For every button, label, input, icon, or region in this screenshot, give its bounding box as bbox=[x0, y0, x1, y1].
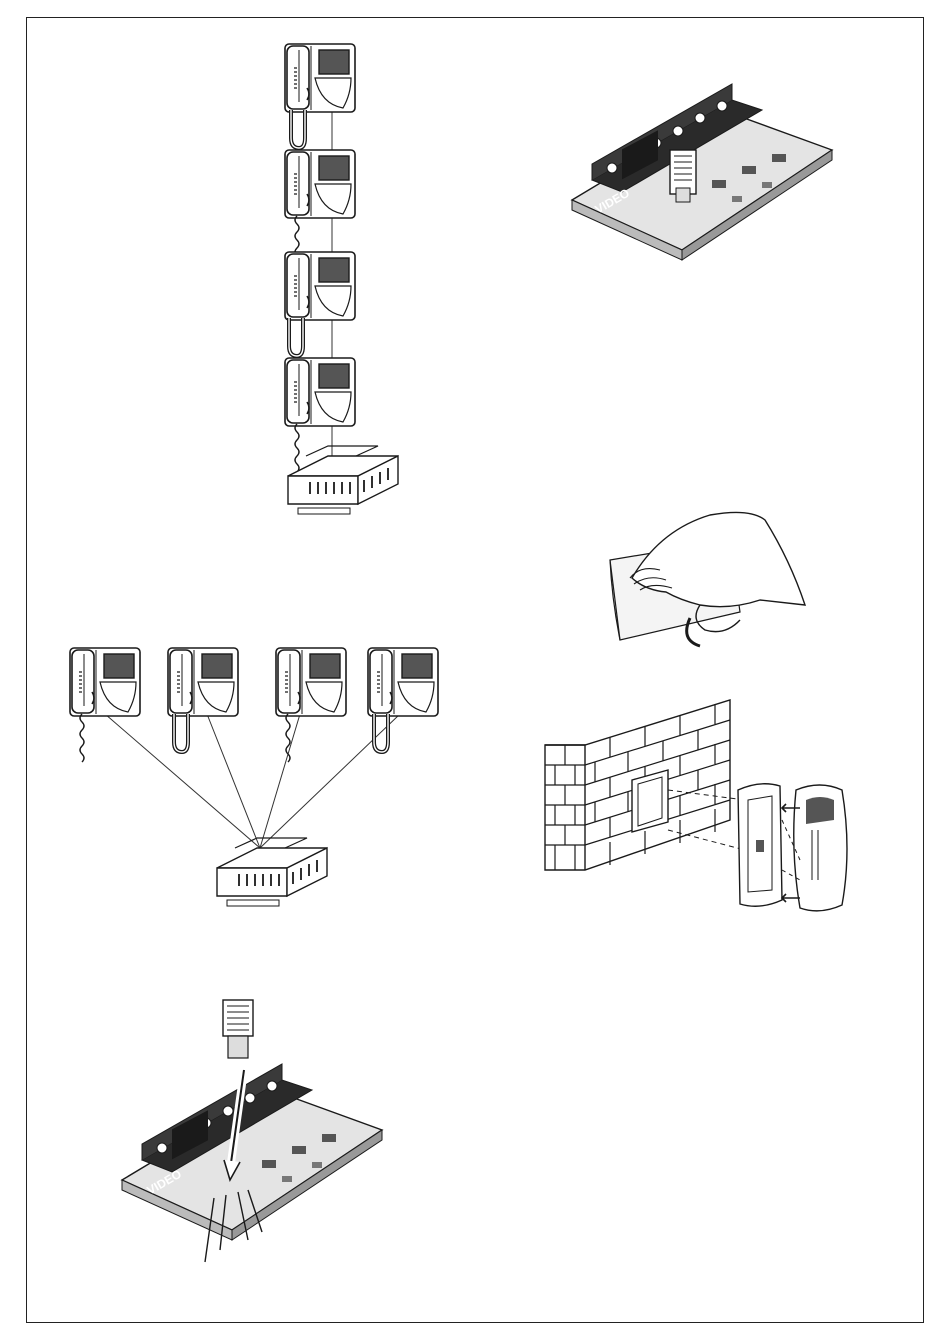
distributor-icon bbox=[288, 446, 398, 514]
video-monitor-icon bbox=[285, 44, 355, 148]
daisy-chain-figure bbox=[285, 44, 398, 514]
video-monitor-icon bbox=[70, 648, 140, 762]
jumper-icon bbox=[223, 1000, 253, 1058]
jumper-board-top-figure: VIDEO bbox=[572, 84, 832, 260]
star-figure bbox=[70, 648, 438, 906]
video-monitor-icon bbox=[168, 648, 238, 752]
wall-mount-figure bbox=[545, 700, 847, 911]
circuit-board-icon bbox=[572, 84, 832, 260]
jumper-board-bottom-figure: VIDEO bbox=[122, 1000, 382, 1262]
video-monitor-icon bbox=[285, 358, 355, 472]
video-monitor-icon bbox=[276, 648, 346, 762]
video-monitor-icon bbox=[368, 648, 438, 752]
video-monitor-icon bbox=[285, 252, 355, 356]
brick-wall-icon bbox=[545, 700, 730, 870]
circuit-board-icon bbox=[122, 1064, 382, 1240]
jumper-icon bbox=[670, 150, 696, 202]
hand-cleaning-figure bbox=[610, 512, 805, 646]
video-monitor-icon bbox=[285, 150, 355, 264]
distributor-icon bbox=[217, 838, 327, 906]
